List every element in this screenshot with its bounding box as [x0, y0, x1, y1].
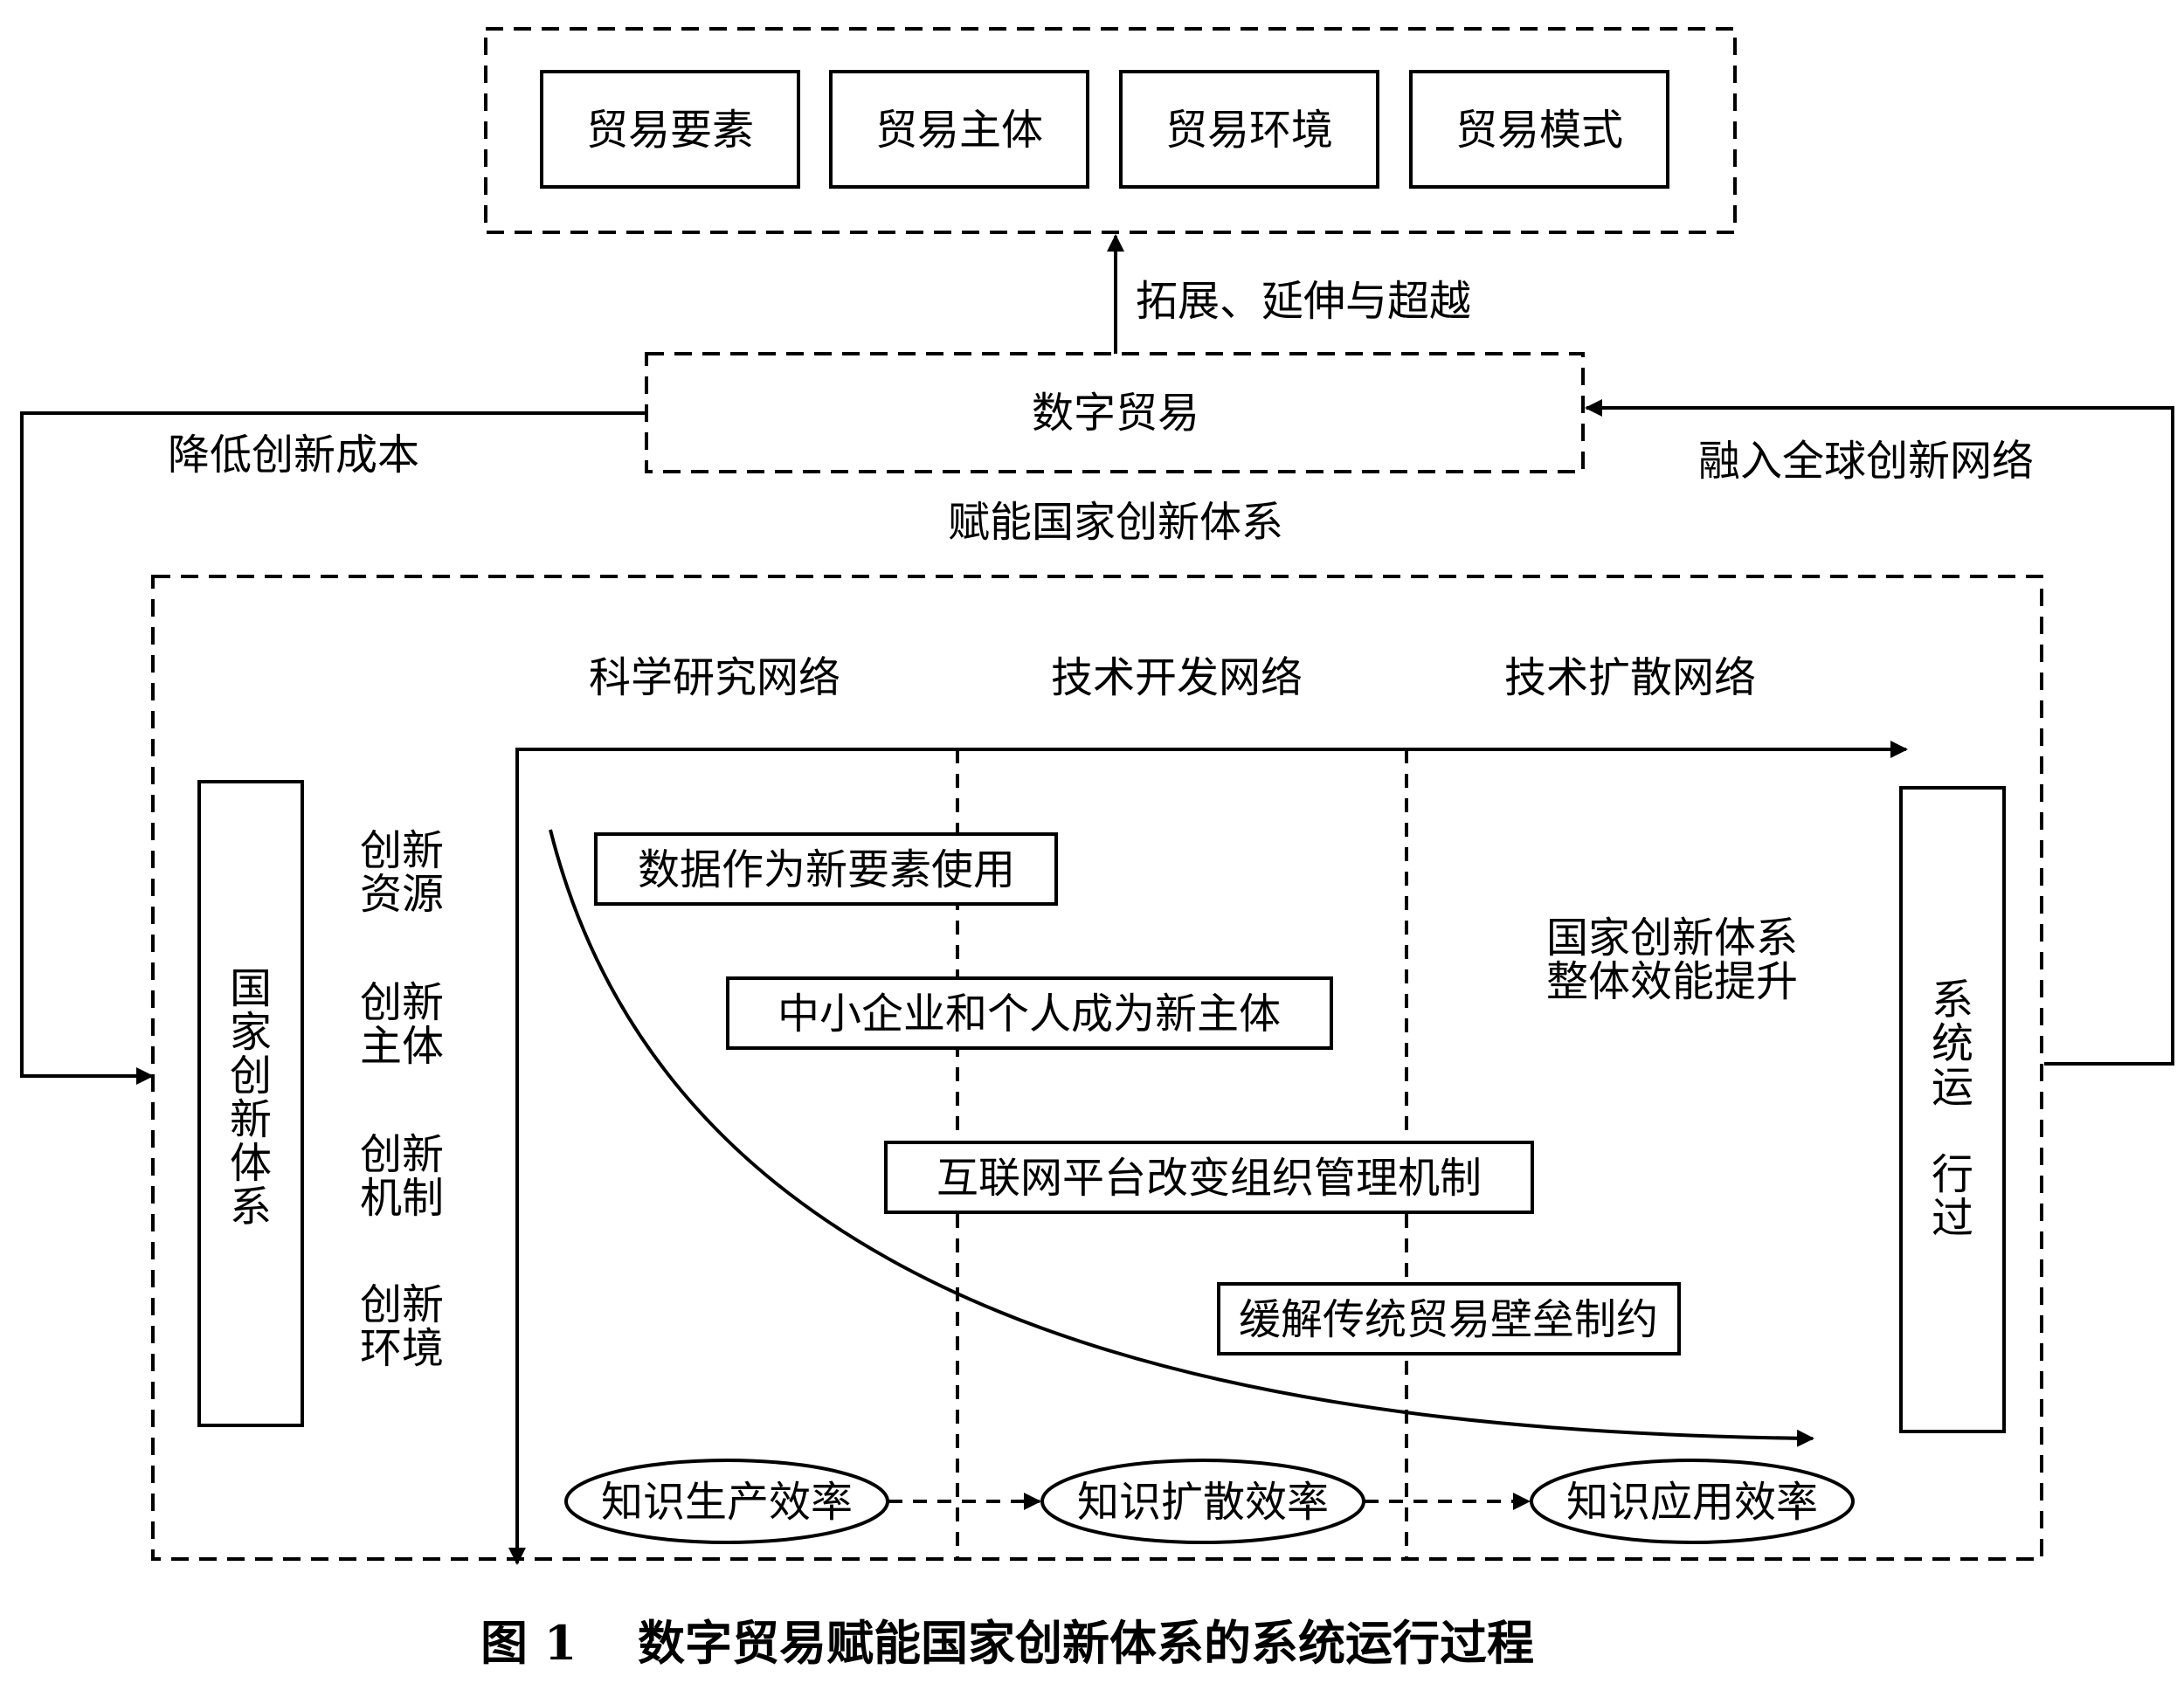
svg-text:创新: 创新: [360, 1280, 444, 1329]
svg-text:系: 系: [230, 1183, 272, 1231]
trade-element-box: 贸易要素: [540, 70, 800, 189]
overall-line-1: 国家创新体系: [1546, 914, 1798, 962]
trade-subject-box: 贸易主体: [829, 70, 1089, 189]
svg-text:创新: 创新: [360, 826, 444, 875]
reduce-cost-arrow: [20, 411, 646, 1085]
trade-dimensions-frame: [484, 27, 1737, 234]
trade-environment-box: 贸易环境: [1119, 70, 1379, 189]
efficiency-curve: [549, 829, 1814, 1447]
knowledge-production-efficiency: 知识生产效率: [564, 1459, 889, 1544]
tech-dev-network-header: 技术开发网络: [1051, 653, 1303, 702]
mechanism-label-sme: 中小企业和个人成为新主体: [778, 990, 1281, 1038]
reduce-cost-label: 降低创新成本: [168, 431, 419, 479]
svg-text:资源: 资源: [360, 870, 444, 919]
svg-text:创: 创: [230, 1052, 272, 1100]
mechanism-label-barriers: 缓解传统贸易壁垒制约: [1239, 1295, 1658, 1344]
national-innovation-system-box: [197, 780, 304, 1427]
svg-text:系: 系: [1932, 976, 1973, 1024]
svg-text:创新: 创新: [360, 1130, 444, 1179]
svg-text:运: 运: [1932, 1063, 1973, 1112]
knowledge-diffusion-efficiency: 知识扩散效率: [1040, 1459, 1365, 1544]
join-global-arrow: [1585, 399, 2174, 1066]
trade-mode-label: 贸易模式: [1455, 106, 1623, 155]
mechanism-box-platform: 互联网平台改变组织管理机制: [884, 1141, 1534, 1214]
innovation-items: 创新 资源 创新 主体 创新 机制 创新 环境: [360, 826, 444, 1373]
caption-number: 图 1: [480, 1615, 577, 1671]
join-global-label: 融入全球创新网络: [1698, 437, 2034, 486]
svg-text:机制: 机制: [360, 1174, 444, 1223]
extend-label: 拓展、延伸与超越: [1136, 277, 1471, 326]
axes-frame: [515, 748, 1904, 1559]
knowledge-application-efficiency: 知识应用效率: [1530, 1459, 1855, 1544]
svg-text:体: 体: [230, 1139, 272, 1188]
knowledge-diffusion-label: 知识扩散效率: [1077, 1478, 1329, 1527]
mechanism-box-data-factor: 数据作为新要素使用: [594, 832, 1058, 906]
caption-title: 数字贸易赋能国家创新体系的系统运行过程: [638, 1615, 1534, 1671]
mechanism-label-data-factor: 数据作为新要素使用: [638, 845, 1015, 894]
trade-subject-label: 贸易主体: [875, 106, 1043, 155]
trade-mode-box: 贸易模式: [1409, 70, 1669, 189]
svg-text:家: 家: [230, 1008, 272, 1057]
mechanism-box-sme: 中小企业和个人成为新主体: [726, 976, 1333, 1050]
mechanism-box-barriers: 缓解传统贸易壁垒制约: [1217, 1282, 1681, 1356]
system-operation-process-label: 系 统 运 行 过: [1932, 976, 1973, 1243]
national-innovation-system-label: 国 家 创 新 体 系: [230, 964, 272, 1231]
system-operation-process-box: [1899, 786, 2006, 1433]
svg-text:创新: 创新: [360, 978, 444, 1027]
svg-text:主体: 主体: [360, 1022, 444, 1071]
mechanism-label-platform: 互联网平台改变组织管理机制: [936, 1154, 1482, 1203]
svg-text:环境: 环境: [360, 1324, 444, 1373]
overall-line-2: 整体效能提升: [1546, 957, 1798, 1006]
trade-environment-label: 贸易环境: [1165, 106, 1333, 155]
trade-element-label: 贸易要素: [586, 106, 754, 155]
innovation-system-frame: [151, 575, 2043, 1561]
digital-trade-label: 数字贸易: [1032, 389, 1199, 438]
science-network-header: 科学研究网络: [589, 653, 840, 702]
tech-diffusion-network-header: 技术扩散网络: [1504, 653, 1756, 702]
svg-text:国: 国: [230, 964, 272, 1013]
knowledge-application-label: 知识应用效率: [1566, 1478, 1818, 1527]
svg-text:新: 新: [230, 1095, 272, 1144]
knowledge-production-label: 知识生产效率: [601, 1478, 853, 1527]
svg-text:行: 行: [1932, 1150, 1973, 1199]
empower-label: 赋能国家创新体系: [948, 498, 1283, 547]
svg-text:统: 统: [1932, 1019, 1973, 1068]
svg-text:过: 过: [1932, 1194, 1973, 1243]
